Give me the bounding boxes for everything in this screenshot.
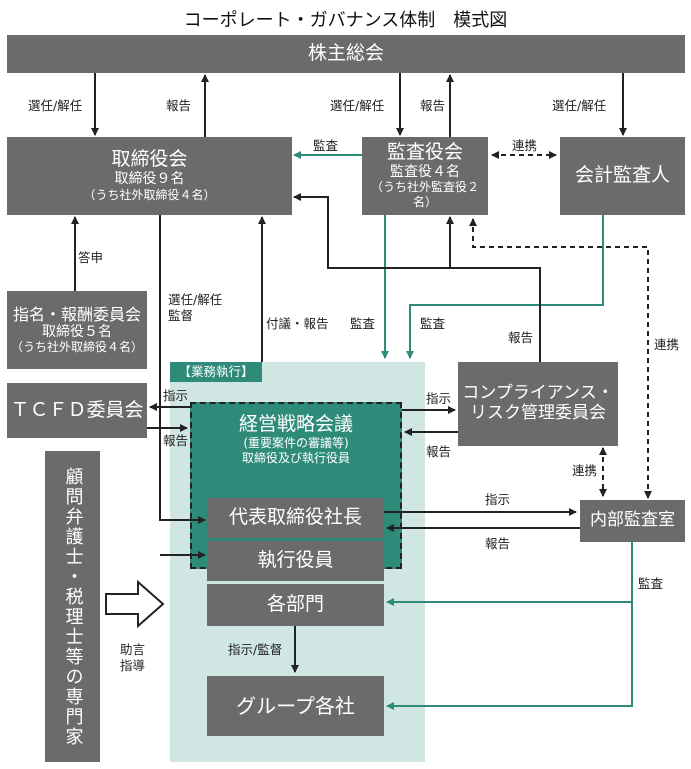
departments: 各部門 <box>207 584 384 626</box>
label-elect-accounting: 選任/解任 <box>552 98 607 113</box>
label-instruct-compliance: 指示 <box>426 391 452 406</box>
label-report-tcfd: 報告 <box>163 433 189 448</box>
label-advice: 助言 指導 <box>120 642 146 673</box>
nomination-line1: 取締役５名 <box>42 323 112 340</box>
board-title: 取締役会 <box>111 148 188 171</box>
label-instruct-internal: 指示 <box>485 492 511 507</box>
board-of-directors: 取締役会 取締役９名 （うち社外取締役４名） <box>7 137 292 215</box>
advice-arrow <box>105 579 165 629</box>
audit-board-line2: （うち社外監査役２名） <box>370 180 479 210</box>
label-elect-audit: 選任/解任 <box>330 98 385 113</box>
executive-officers: 執行役員 <box>207 541 384 581</box>
label-elect-supervise: 選任/解任 監督 <box>168 292 223 323</box>
label-audit-exec: 監査 <box>350 316 376 331</box>
external-advisors: 顧問弁護士・税理士等の専門家 <box>45 451 100 762</box>
label-propose-report: 付議・報告 <box>266 316 329 331</box>
tcfd-committee: ＴＣＦＤ委員会 <box>7 383 147 438</box>
management-council-line2: 取締役及び執行役員 <box>241 450 350 465</box>
label-audit-board: 監査 <box>313 138 339 153</box>
label-audit-internal: 監査 <box>638 576 664 591</box>
internal-audit-office: 内部監査室 <box>580 500 685 542</box>
label-elect-board: 選任/解任 <box>28 98 83 113</box>
board-line2: （うち社外取締役４名） <box>83 187 216 202</box>
management-council-title: 経営戦略会議 <box>238 413 353 435</box>
audit-board: 監査役会 監査役４名 （うち社外監査役２名） <box>362 137 488 215</box>
diagram-title: コーポレート・ガバナンス体制 模式図 <box>183 10 508 31</box>
shareholders-meeting: 株主総会 <box>7 35 685 73</box>
accounting-auditor: 会計監査人 <box>560 137 685 215</box>
nomination-title: 指名・報酬委員会 <box>12 304 141 324</box>
label-instruct-supervise: 指示/監督 <box>228 642 283 657</box>
management-council-line1: (重要案件の審議等) <box>243 435 349 450</box>
label-report-answer: 答申 <box>78 250 104 265</box>
label-cooperation-risk: 連携 <box>572 463 598 478</box>
label-report-compliance2: 報告 <box>426 444 452 459</box>
management-council-text: 経営戦略会議 (重要案件の審議等) 取締役及び執行役員 <box>190 413 402 466</box>
execution-label: 【業務執行】 <box>170 362 262 382</box>
label-audit-exec2: 監査 <box>420 316 446 331</box>
label-cooperation-internal: 連携 <box>654 337 680 352</box>
label-instruct-tcfd: 指示 <box>163 388 189 403</box>
group-companies: グループ各社 <box>207 676 384 736</box>
audit-board-title: 監査役会 <box>386 140 463 163</box>
label-report-internal: 報告 <box>485 536 511 551</box>
board-line1: 取締役９名 <box>114 171 185 188</box>
label-report-board: 報告 <box>166 98 192 113</box>
audit-board-line1: 監査役４名 <box>390 163 460 180</box>
label-report-compliance: 報告 <box>508 330 534 345</box>
president: 代表取締役社長 <box>207 498 384 538</box>
nomination-committee: 指名・報酬委員会 取締役５名 （うち社外取締役４名） <box>7 291 147 369</box>
label-report-audit: 報告 <box>420 98 446 113</box>
nomination-line2: （うち社外取締役４名） <box>10 340 143 355</box>
label-cooperation-accounting: 連携 <box>512 138 538 153</box>
